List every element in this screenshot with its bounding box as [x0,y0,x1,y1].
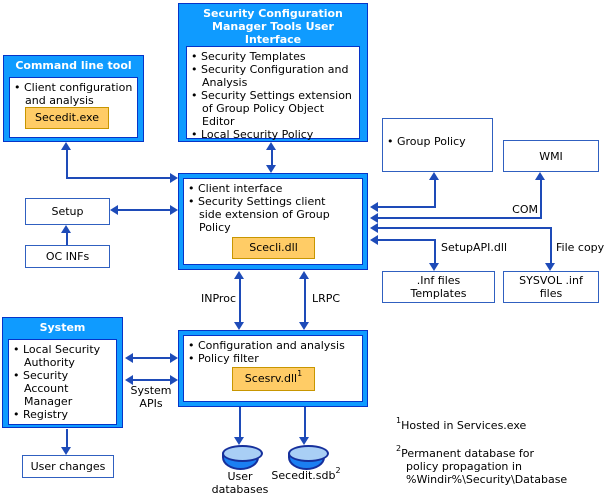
oc-infs-box: OC INFs [25,245,110,268]
list-item: Client interface [188,182,360,195]
list-item: Security Settings extension of Group Pol… [191,89,357,128]
system-title: System [39,321,86,334]
arrow-system-scesrv1-head-right [170,353,178,363]
arrow-scecli-wmi-head-left [370,213,378,223]
arrow-system-scesrv2-line [131,379,172,381]
inf-files-templates-box: .Inf files Templates [382,271,495,303]
footnote-1: 1Hosted in Services.exe [396,416,527,432]
list-item: Registry [13,408,114,421]
list-item: Security Templates [191,50,357,63]
list-item: Configuration and analysis [188,339,360,352]
scecli-items: Client interfaceSecurity Settings client… [184,179,362,234]
lrpc-label: LRPC [312,292,341,305]
arrow-scecli-inffiles-hline [376,239,436,241]
arrow-ui-scecli-line [271,148,273,168]
arrow-scesrv-secedit-line [304,407,306,438]
arrow-system-scesrv2-head-right [170,375,178,385]
scesrv-dll-footnote-ref: 1 [297,369,303,379]
arrow-setup-scecli-head-left [110,205,118,215]
secedit-sdb-label: Secedit.sdb2 [271,466,341,482]
ui-tools-title: Security Configuration Manager Tools Use… [203,7,343,46]
arrow-scecli-grouppolicy-hline [376,206,436,208]
footnotes: 1Hosted in Services.exe 2Permanent datab… [396,406,568,493]
arrow-scecli-inffiles-head-left [370,235,378,245]
arrow-scesrv-userdb-line [239,407,241,438]
arrow-cmd-scecli-head-up [61,142,71,150]
list-item: Local Security Authority [13,343,114,369]
arrow-scecli-sysvol-head-left [370,223,378,233]
user-databases-label: User databases [211,470,269,493]
list-item: Security Account Manager [13,369,114,408]
wmi-box: WMI [503,140,599,172]
arrow-scecli-inffiles-head-down [429,263,439,271]
arrow-system-scesrv1-line [131,357,172,359]
user-databases-cylinder-icon [222,445,263,470]
arrow-cmd-scecli-vline [66,148,68,179]
arrow-system-userchanges-line [66,429,68,448]
arrow-system-scesrv2-head-left [125,375,133,385]
arrow-ui-scecli-head-up [266,142,276,150]
command-line-tool-title: Command line tool [15,59,132,72]
arrow-lrpc-head-up [299,271,309,279]
system-apis-label: System APIs [130,384,172,410]
list-item: Policy filter [188,352,360,365]
arrow-inproc-head-up [234,271,244,279]
list-item: Group Policy [387,135,490,148]
arrow-scecli-sysvol-head-down [545,263,555,271]
arrow-scesrv-userdb-head [234,437,244,445]
arrow-ui-scecli-head-down [266,165,276,173]
command-line-tool-items: Client configuration and analysis [10,78,137,107]
setupapi-label: SetupAPI.dll [441,241,508,254]
scesrv-items: Configuration and analysisPolicy filter [184,336,362,365]
list-item: Client configuration and analysis [14,81,135,107]
arrow-cmd-scecli-head-right [170,173,178,183]
arrow-system-scesrv1-head-left [125,353,133,363]
arrow-ocinfs-setup-head [61,225,71,233]
sysvol-inf-files-box: SYSVOL .inf files [503,271,599,303]
arrow-scecli-sysvol-vline [550,229,552,265]
ui-tools-box: Security Configuration Manager Tools Use… [178,3,368,142]
arrow-setup-scecli-line [116,209,172,211]
list-item: Local Security Policy [191,128,357,141]
list-item: Security Configuration and Analysis [191,63,357,89]
arrow-lrpc-head-down [299,322,309,330]
arrow-cmd-scecli-hline [66,177,170,179]
arrow-scecli-wmi-hline [376,217,541,219]
setup-box: Setup [25,198,110,225]
arrow-inproc-line [239,277,241,324]
arrow-scecli-inffiles-vline [434,241,436,265]
arrow-scesrv-secedit-head [299,437,309,445]
system-items: Local Security AuthoritySecurity Account… [9,340,116,421]
arrow-scecli-wmi-head-up [535,172,545,180]
arrow-scecli-sysvol-hline [376,227,552,229]
scesrv-dll-label: Scesrv.dll [244,372,298,385]
secedit-sdb-footnote-ref: 2 [335,466,341,476]
ui-tools-items: Security TemplatesSecurity Configuration… [187,47,359,141]
scecli-dll-chip: Scecli.dll [232,237,315,259]
arrow-system-userchanges-head [61,447,71,455]
arrow-lrpc-line [304,277,306,324]
secedit-exe-chip: Secedit.exe [25,107,109,129]
secedit-sdb-cylinder-icon [288,445,329,470]
user-changes-box: User changes [22,455,114,478]
inproc-label: INProc [201,292,236,305]
com-label: COM [512,203,538,216]
system-body: Local Security AuthoritySecurity Account… [8,339,117,425]
footnote-2: 2Permanent database for policy propagati… [396,444,568,486]
system-box: System Local Security AuthoritySecurity … [2,317,123,428]
arrow-inproc-head-down [234,322,244,330]
arrow-scecli-wmi-vline [540,178,542,219]
arrow-ocinfs-setup-line [66,231,68,245]
ui-tools-body: Security TemplatesSecurity Configuration… [186,46,360,141]
scesrv-dll-chip: Scesrv.dll1 [232,367,315,391]
group-policy-items: Group Policy [383,132,492,148]
arrow-scecli-grouppolicy-vline [434,178,436,208]
group-policy-box: Group Policy [382,118,493,172]
arrow-scecli-grouppolicy-head-left [370,202,378,212]
arrow-setup-scecli-head-right [170,205,178,215]
list-item: Security Settings client side extension … [188,195,360,234]
file-copy-label: File copy [556,241,605,254]
arrow-scecli-grouppolicy-head-up [429,172,439,180]
